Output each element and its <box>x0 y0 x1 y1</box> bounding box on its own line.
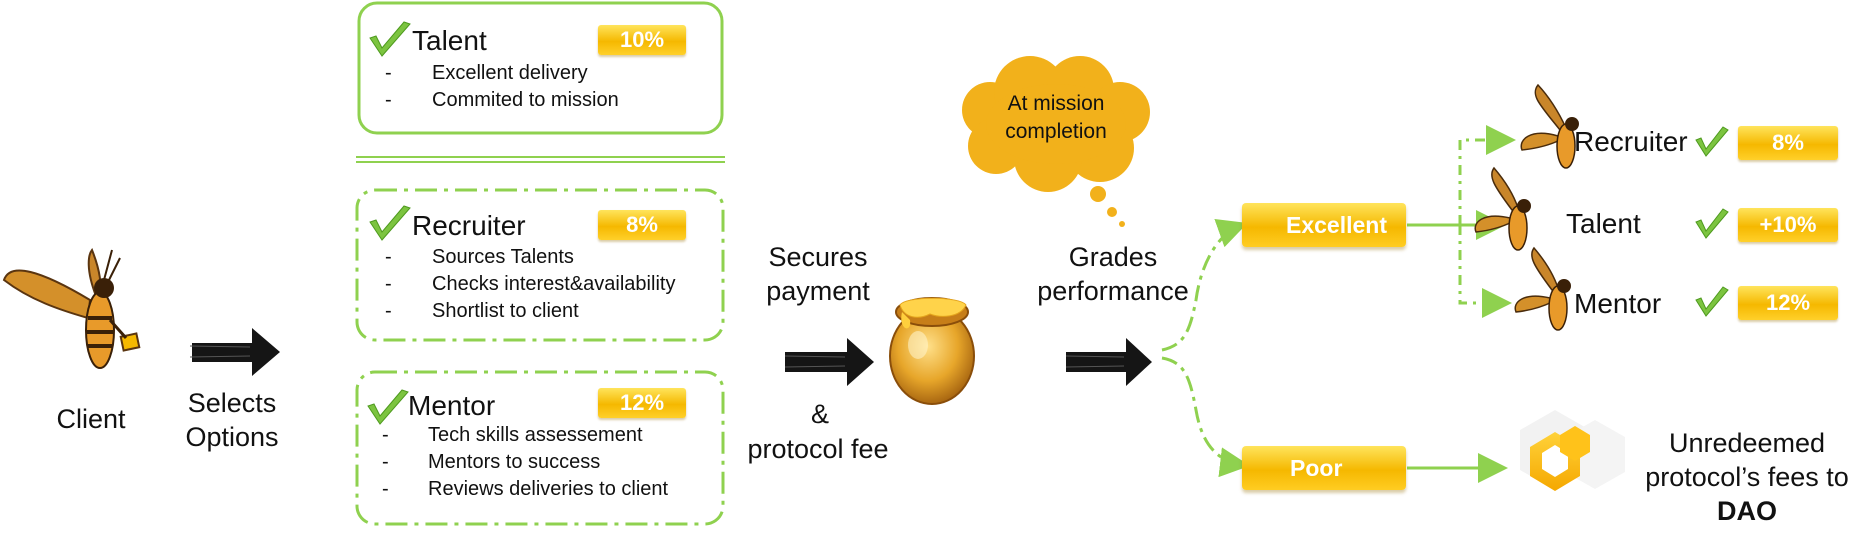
honey-pot-icon <box>889 297 975 405</box>
poor-label: Poor <box>1290 455 1343 481</box>
talent-option-title[interactable]: Talent <box>412 25 487 56</box>
talent-bee-icon <box>1474 166 1531 251</box>
excellent-label: Excellent <box>1286 212 1387 238</box>
dao-hexagon-logo <box>1520 410 1625 491</box>
performance-line: performance <box>1037 276 1189 306</box>
recruiter-option-list: -Sources Talents -Checks interest&availa… <box>385 244 675 325</box>
grades-line: Grades <box>1068 242 1158 272</box>
protocol-fee-text: protocol fee <box>747 434 889 464</box>
grade-branch-connector <box>1161 218 1250 478</box>
dao-line-3: DAO <box>1717 496 1777 526</box>
recruiter-option-badge: 8% <box>598 210 686 240</box>
excellent-grade-button[interactable]: Excellent <box>1242 203 1406 247</box>
selects-line: Selects <box>187 388 277 418</box>
talent-option-box <box>357 1 724 135</box>
mentor-option-title[interactable]: Mentor <box>408 390 496 421</box>
secures-payment-text: Secures payment <box>748 240 888 308</box>
recruiter-option-title[interactable]: Recruiter <box>412 210 526 241</box>
cloud-line-1: At mission <box>1007 92 1105 115</box>
reward-recruiter-badge: 8% <box>1738 126 1838 160</box>
dao-line-2: protocol’s fees to <box>1645 462 1849 492</box>
grades-performance-text: Grades performance <box>1028 240 1198 308</box>
mentor-option-list: -Tech skills assessement -Mentors to suc… <box>382 422 668 503</box>
reward-check-mentor-icon <box>1695 286 1729 317</box>
recruiter-option-box <box>355 188 725 342</box>
mentor-option-box <box>355 370 725 526</box>
reward-mentor-badge: 12% <box>1738 286 1838 320</box>
secures-line: Secures <box>768 242 868 272</box>
arrow-select-icon <box>189 328 280 376</box>
talent-option-badge: 10% <box>598 25 686 55</box>
list-item: -Commited to mission <box>385 89 619 111</box>
dao-line-1: Unredeemed <box>1668 428 1826 458</box>
payment-line: payment <box>766 276 870 306</box>
cloud-line-2: completion <box>1005 120 1107 143</box>
mentor-bee-icon <box>1514 246 1571 331</box>
dao-text: Unredeemed protocol’s fees to DAO <box>1634 426 1860 528</box>
list-item: -Checks interest&availability <box>385 273 676 295</box>
reward-talent-label: Talent <box>1566 208 1641 239</box>
mentor-option-badge: 12% <box>598 388 686 418</box>
list-item: -Sources Talents <box>385 246 574 268</box>
arrow-payment-icon <box>784 338 874 386</box>
mentor-check-icon <box>367 389 409 425</box>
selects-options-text: Selects Options <box>172 386 292 454</box>
cloud-text: At mission completion <box>966 90 1146 146</box>
list-item: -Reviews deliveries to client <box>382 478 669 500</box>
recruiter-bee-icon <box>1520 83 1579 169</box>
reward-talent-badge: +10% <box>1738 208 1838 242</box>
arrow-grade-icon <box>1065 338 1152 386</box>
reward-recruiter-label: Recruiter <box>1574 126 1688 157</box>
list-item: -Mentors to success <box>382 451 601 473</box>
client-bee-icon <box>2 248 141 369</box>
reward-check-recruiter-icon <box>1695 126 1729 157</box>
reward-mentor-label: Mentor <box>1574 288 1662 319</box>
list-item: -Tech skills assessement <box>382 424 643 446</box>
reward-check-talent-icon <box>1695 208 1729 239</box>
list-item: -Shortlist to client <box>385 300 579 322</box>
talent-check-icon <box>369 21 411 57</box>
list-item: -Excellent delivery <box>385 62 588 84</box>
poor-grade-button[interactable]: Poor <box>1242 446 1406 490</box>
recruiter-check-icon <box>369 205 411 241</box>
thought-cloud <box>962 56 1150 227</box>
options-line: Options <box>185 422 279 452</box>
talent-option-list: -Excellent delivery -Commited to mission <box>385 60 619 114</box>
ampersand-text: & <box>810 399 829 429</box>
client-label: Client <box>56 404 126 434</box>
